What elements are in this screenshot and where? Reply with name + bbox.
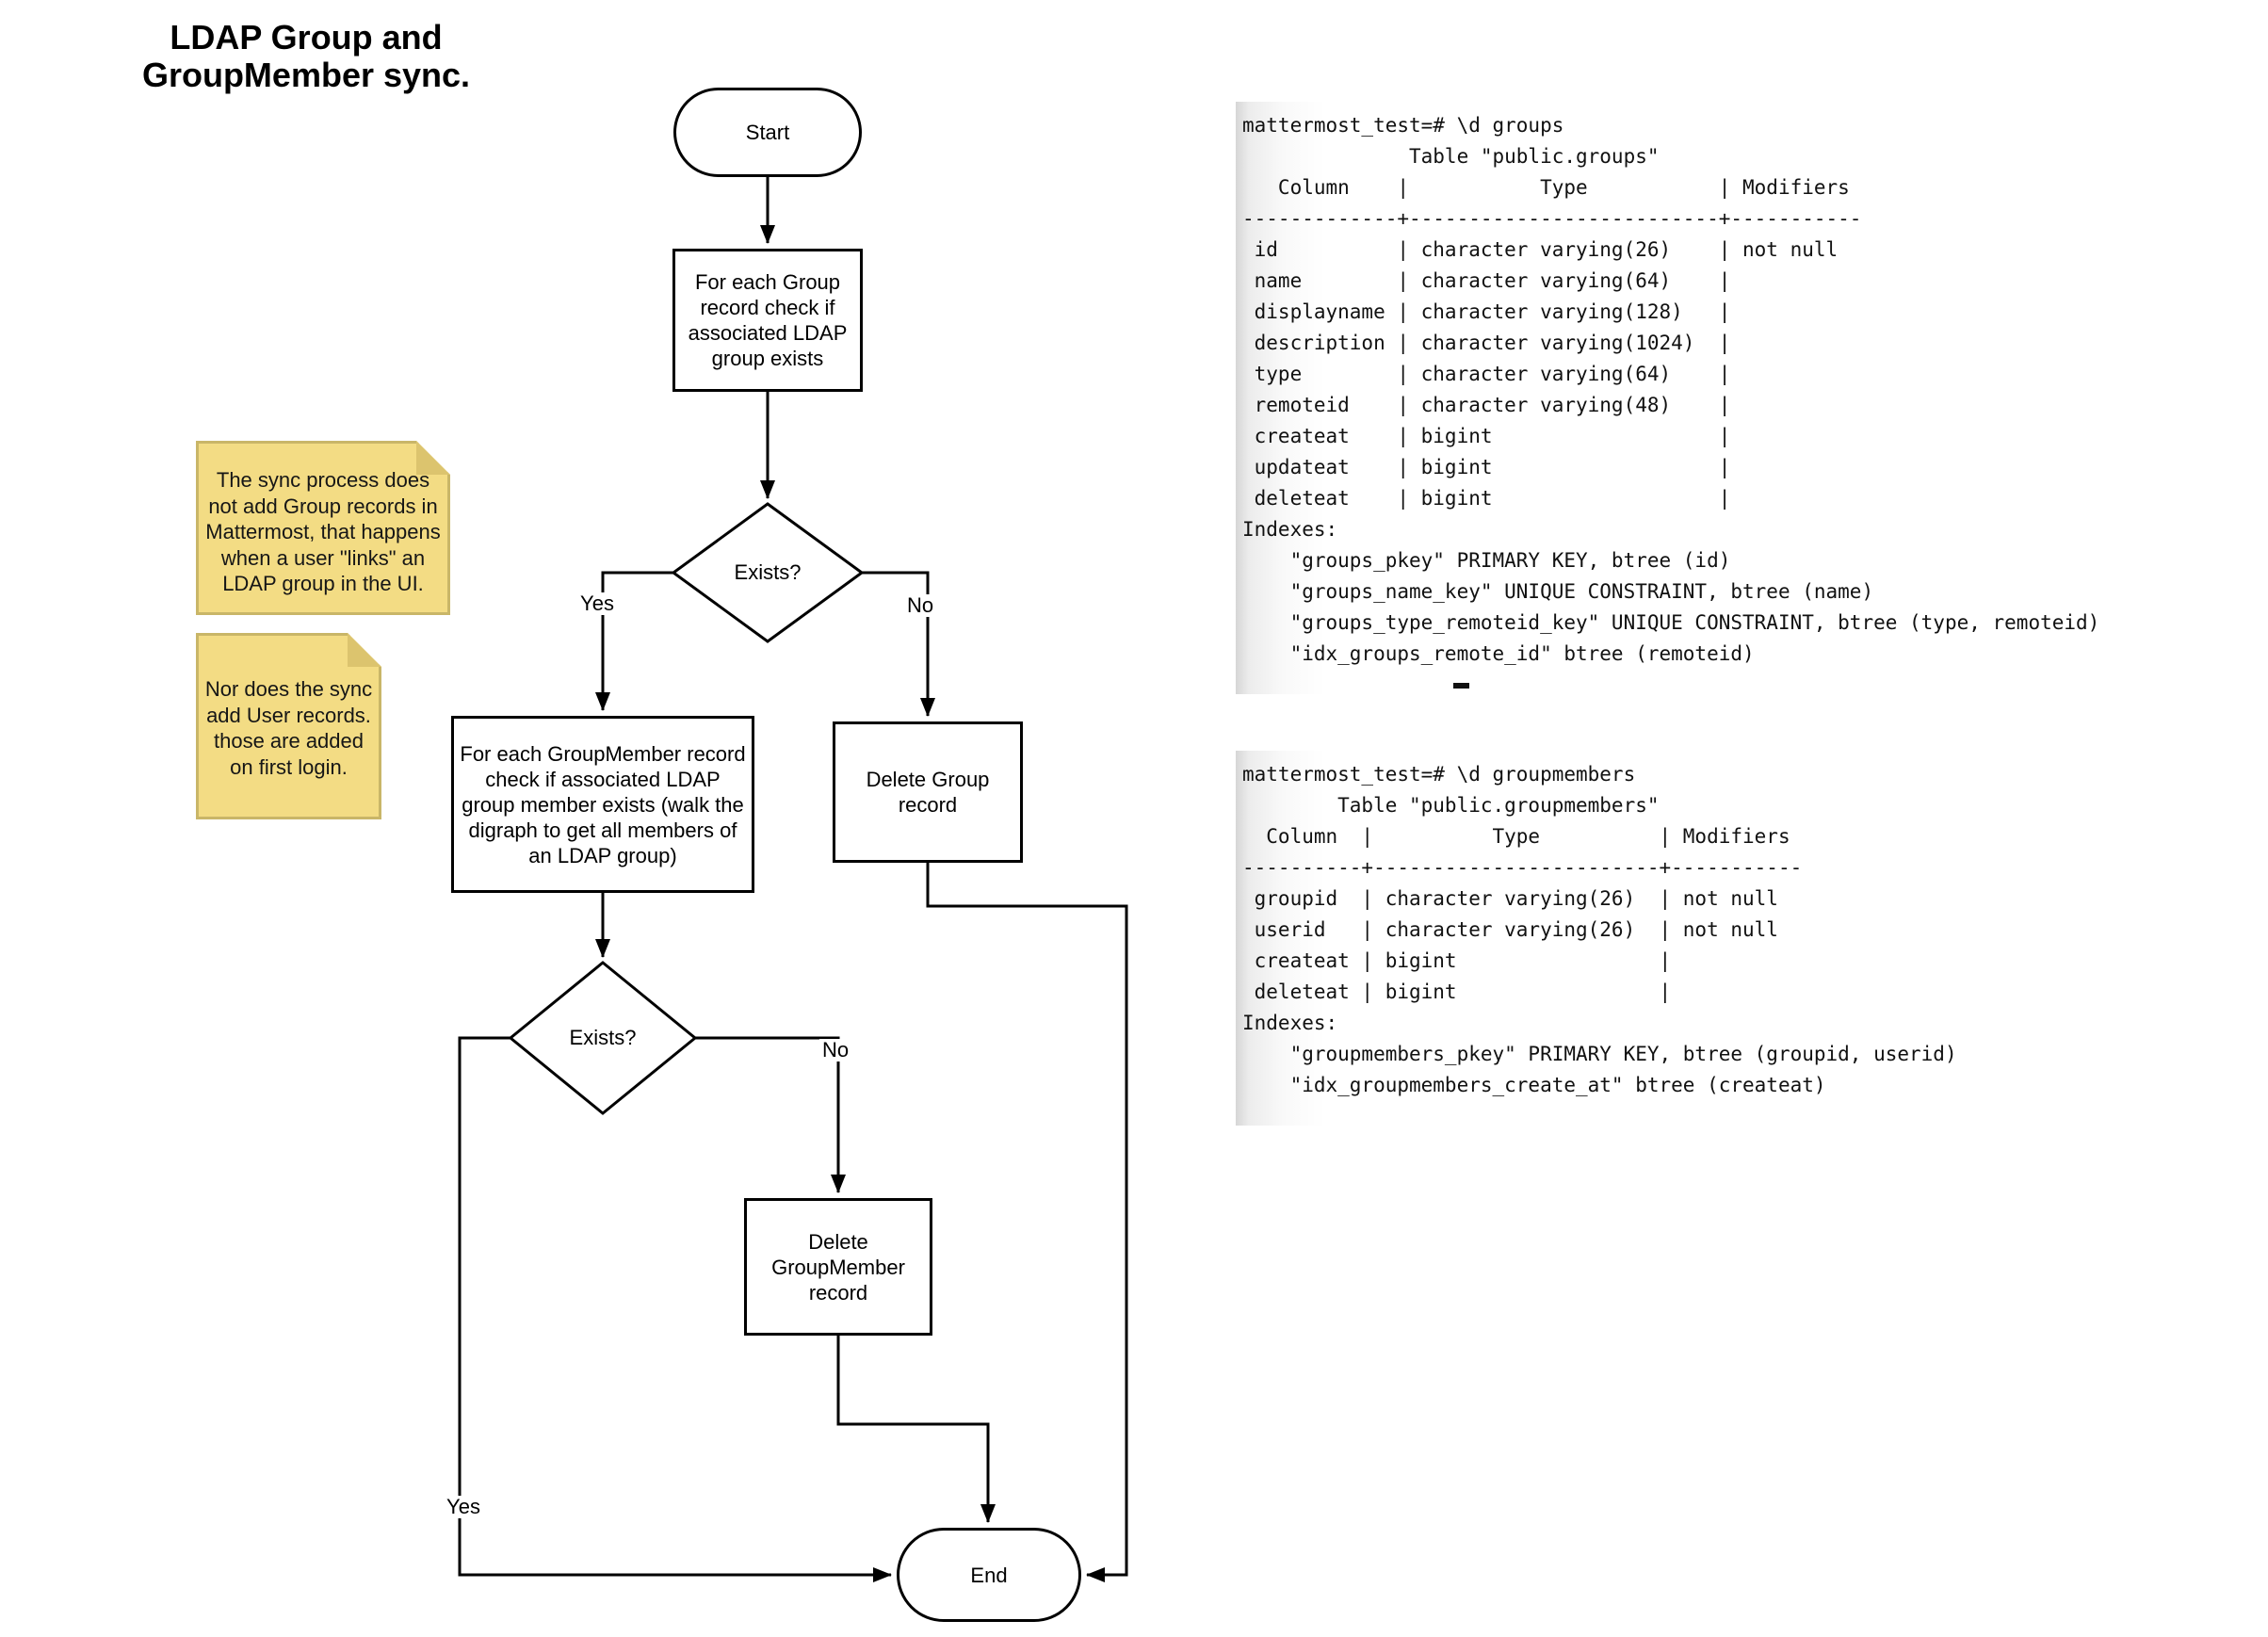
process-box-delete-group: Delete Group record xyxy=(833,721,1023,863)
process-box-groupmember-check-label: For each GroupMember record check if ass… xyxy=(460,741,746,867)
end-node: End xyxy=(897,1528,1081,1622)
terminal-groupmembers-table: mattermost_test=# \d groupmembers Table … xyxy=(1236,751,1982,1126)
diagram-title: LDAP Group and GroupMember sync. xyxy=(141,18,471,94)
edge-exists2-no xyxy=(695,1036,846,1193)
edge-exists1-no xyxy=(862,571,935,717)
start-label: Start xyxy=(745,121,790,144)
terminal-cursor-dash xyxy=(1453,683,1469,689)
process-box-group-check: For each Group record check if associate… xyxy=(672,249,863,392)
edge-label-no-groupmember: No xyxy=(818,1039,852,1062)
decision-group-exists-shape xyxy=(671,502,865,643)
decision-groupmember-exists-shape xyxy=(508,961,698,1115)
end-label: End xyxy=(970,1563,1008,1587)
sticky-note-group-sync: The sync process does not add Group reco… xyxy=(196,441,450,615)
process-box-groupmember-check: For each GroupMember record check if ass… xyxy=(451,716,754,893)
edge-deletegroup-to-end xyxy=(926,863,1128,1582)
sticky-note-group-sync-text: The sync process does not add Group reco… xyxy=(205,468,441,595)
edge-exists1-yes xyxy=(595,571,673,711)
sticky-note-paper xyxy=(196,441,450,615)
process-box-group-check-label: For each Group record check if associate… xyxy=(688,270,848,370)
terminal-groups-table: mattermost_test=# \d groups Table "publi… xyxy=(1236,102,2125,694)
process-box-delete-groupmember-label: Delete GroupMember record xyxy=(771,1229,905,1305)
sticky-note-fold-corner xyxy=(348,633,381,667)
sticky-note-user-sync: Nor does the sync add User records. thos… xyxy=(196,633,381,819)
edge-exists2-yes-to-end xyxy=(458,1036,892,1582)
sticky-note-user-sync-text: Nor does the sync add User records. thos… xyxy=(204,677,373,779)
process-box-delete-group-label: Delete Group record xyxy=(866,768,990,817)
decision-group-exists-label: Exists? xyxy=(734,560,802,584)
edge-label-yes-groupmember: Yes xyxy=(444,1496,483,1518)
edge-label-no-group: No xyxy=(903,594,937,617)
decision-groupmember-exists-label: Exists? xyxy=(569,1026,637,1049)
start-node: Start xyxy=(673,88,862,177)
process-box-delete-groupmember: Delete GroupMember record xyxy=(744,1198,932,1336)
edge-deletegroupmember-to-end xyxy=(836,1336,996,1523)
edge-label-yes-group: Yes xyxy=(577,592,617,615)
